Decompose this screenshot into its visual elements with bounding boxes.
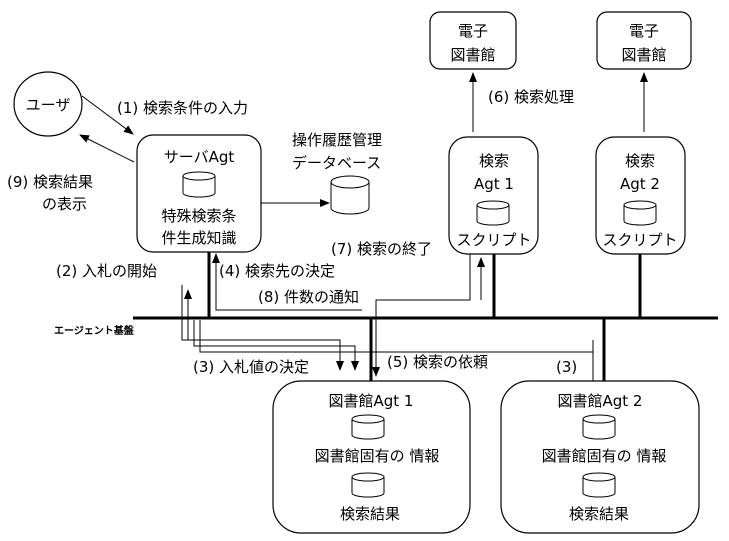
lib-agt2-label: 図書館Agt 2 [558, 392, 643, 410]
lib-agt1-label: 図書館Agt 1 [329, 392, 414, 410]
lib-agt1-result-label: 検索結果 [340, 505, 400, 523]
lib-agt2-info-label: 図書館固有の 情報 [542, 447, 667, 465]
lib-agt2-result-database-icon [582, 472, 616, 498]
step-9-line1: (9) 検索結果 [7, 173, 93, 191]
search-agt2-line1: 検索 [625, 152, 655, 170]
op-history-line1: 操作履歴管理 [292, 131, 382, 149]
elib2-box [596, 11, 692, 70]
server-agt-label: サーバAgt [164, 148, 235, 166]
step-5-label: (5) 検索の依頼 [387, 353, 488, 371]
elib1-line1: 電子 [458, 22, 488, 40]
op-history-line2: データベース [292, 154, 381, 172]
step-7-label: (7) 検索の終了 [331, 240, 432, 258]
op-history-database-icon [330, 175, 370, 215]
step-4-label: (4) 検索先の決定 [219, 262, 335, 280]
arrow-input-condition [81, 95, 134, 135]
search-agt2-script: スクリプト [602, 231, 677, 249]
special-knowledge-line2: 件生成知識 [161, 229, 236, 247]
search-agt2-line2: Agt 2 [620, 175, 660, 193]
user-label: ユーザ [26, 96, 71, 114]
arrow-bid-start [181, 285, 344, 371]
step-3b-label: (3) [556, 358, 577, 376]
step-8-label: (8) 件数の通知 [258, 288, 359, 306]
search-agt1-script: スクリプト [456, 231, 531, 249]
arrow-search-end [375, 254, 471, 318]
special-knowledge-line1: 特殊検索条 [161, 207, 236, 225]
server-agt-database-icon [182, 171, 216, 198]
arrow-bid-value [193, 320, 359, 371]
lib-agt1-result-database-icon [351, 472, 385, 498]
user-node [13, 71, 83, 137]
arrow-bid-value-2 [199, 320, 594, 381]
elib2-line2: 図書館 [621, 46, 666, 64]
step-3-label: (3) 入札値の決定 [193, 358, 309, 376]
agent-platform-label: エージェント基盤 [54, 324, 135, 337]
lib-agt1-info-label: 図書館固有の 情報 [315, 447, 440, 465]
lib-agt2-result-label: 検索結果 [569, 505, 629, 523]
lib-agt1-info-database-icon [351, 414, 385, 440]
lib-agt2-info-database-icon [582, 414, 616, 440]
arrow-display-result [79, 134, 135, 163]
lib-agt2-box [500, 380, 700, 534]
search-agt1-line1: 検索 [479, 152, 509, 170]
elib1-line2: 図書館 [450, 46, 495, 64]
step-9-line2: の表示 [42, 195, 87, 213]
step-1-label: (1) 検索条件の入力 [117, 99, 248, 117]
elib1-box [429, 11, 517, 70]
step-2-label: (2) 入札の開始 [56, 262, 157, 280]
search-agt1-database-icon [476, 200, 510, 226]
search-agt2-database-icon [623, 200, 657, 226]
step-6-label: (6) 検索処理 [488, 88, 574, 106]
search-agt1-line2: Agt 1 [474, 175, 514, 193]
elib2-line1: 電子 [629, 22, 659, 40]
